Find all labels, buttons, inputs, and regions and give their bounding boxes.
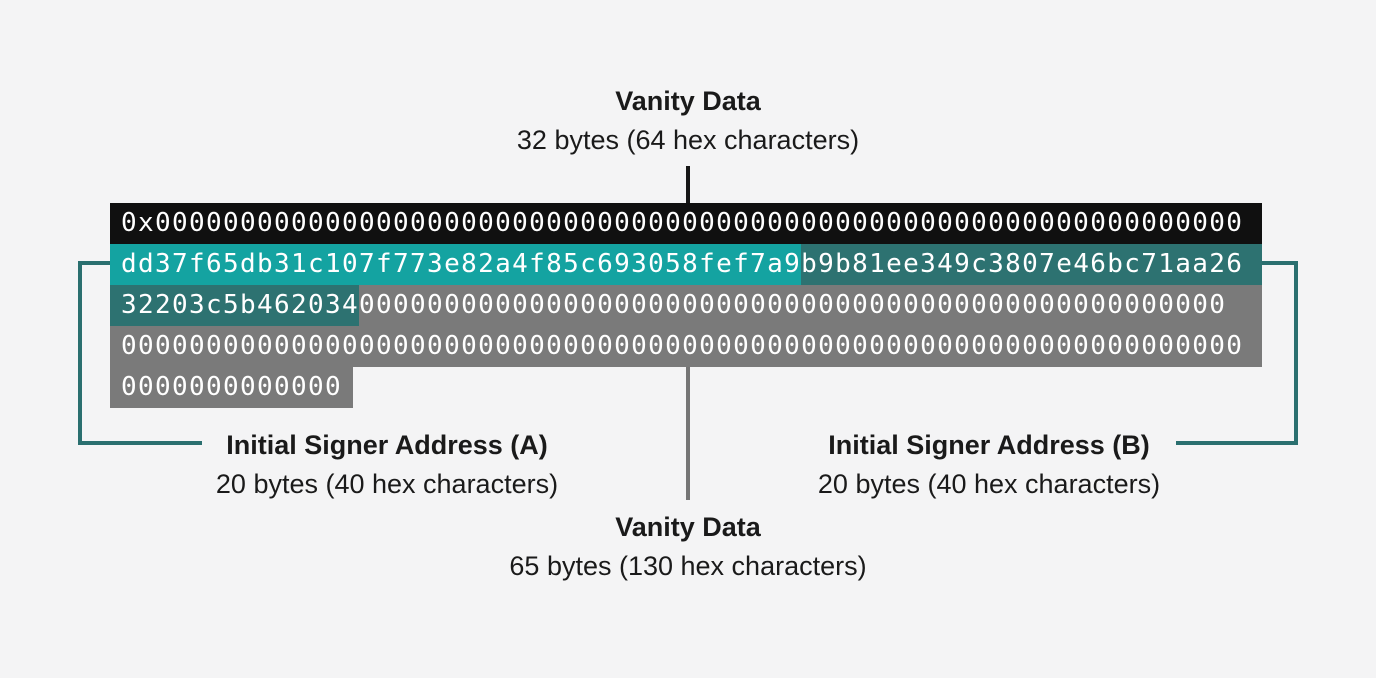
hex-segment-prefix-and-vanity-zeros: 0x00000000000000000000000000000000000000…	[110, 203, 1262, 244]
signer-b-subtitle: 20 bytes (40 hex characters)	[817, 469, 1161, 499]
signer-b-label: Initial Signer Address (B) 20 bytes (40 …	[739, 426, 1239, 504]
vanity-data-top-title: Vanity Data	[615, 86, 761, 116]
bottom-connector-line	[686, 367, 690, 500]
vanity-data-top-label: Vanity Data 32 bytes (64 hex characters)	[338, 82, 1038, 160]
hex-segment-vanity-zeros: 0000000000000000000000000000000000000000…	[359, 285, 1262, 326]
signer-a-bracket-vertical	[78, 261, 82, 445]
vanity-data-bottom-subtitle: 65 bytes (130 hex characters)	[509, 551, 867, 581]
hex-segment-signer-a-address: dd37f65db31c107f773e82a4f85c693058fef7a9	[110, 244, 802, 285]
hex-segment-signer-b-address-part1: b9b81ee349c3807e46bc71aa26	[801, 244, 1262, 285]
signer-a-bracket-bottom	[78, 441, 202, 445]
vanity-data-bottom-label: Vanity Data 65 bytes (130 hex characters…	[438, 508, 938, 586]
hex-segment-vanity-zeros: 0000000000000	[110, 367, 354, 408]
signer-a-bracket-top	[78, 261, 110, 265]
signer-a-subtitle: 20 bytes (40 hex characters)	[215, 469, 559, 499]
signer-b-bracket-vertical	[1294, 261, 1298, 445]
signer-a-label: Initial Signer Address (A) 20 bytes (40 …	[137, 426, 637, 504]
hex-row-2: dd37f65db31c107f773e82a4f85c693058fef7a9…	[110, 244, 1262, 285]
hex-row-1: 0x00000000000000000000000000000000000000…	[110, 203, 1262, 244]
hex-row-4: 0000000000000000000000000000000000000000…	[110, 326, 1262, 367]
signer-b-bracket-bottom	[1176, 441, 1298, 445]
signer-b-title: Initial Signer Address (B)	[828, 430, 1150, 460]
signer-a-title: Initial Signer Address (A)	[226, 430, 548, 460]
hex-segment-vanity-zeros: 0000000000000000000000000000000000000000…	[110, 326, 1262, 367]
vanity-data-bottom-title: Vanity Data	[615, 512, 761, 542]
top-connector-line	[686, 166, 690, 203]
hex-string-bars: 0x00000000000000000000000000000000000000…	[110, 203, 1262, 408]
hex-row-5: 0000000000000	[110, 367, 1262, 408]
signer-b-bracket-top	[1262, 261, 1298, 265]
hex-segment-signer-b-address-part2: 32203c5b462034	[110, 285, 360, 326]
vanity-data-top-subtitle: 32 bytes (64 hex characters)	[516, 125, 860, 155]
